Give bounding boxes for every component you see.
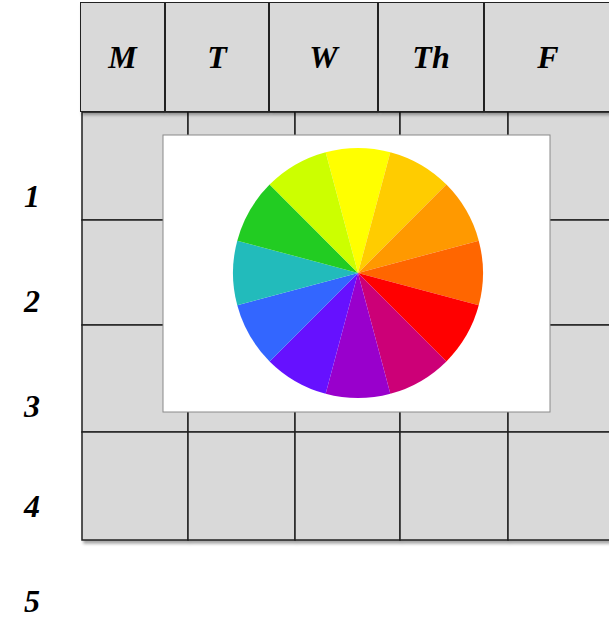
row-number: 4 bbox=[24, 490, 40, 522]
day-header-cell: T bbox=[165, 2, 269, 112]
color-wheel bbox=[233, 148, 483, 398]
day-header-cell: F bbox=[484, 2, 609, 112]
day-label: Th bbox=[412, 41, 449, 73]
day-label: F bbox=[537, 41, 558, 73]
day-label: T bbox=[207, 41, 227, 73]
day-label: M bbox=[108, 41, 136, 73]
day-header-cell: W bbox=[269, 2, 378, 112]
day-header-cell: M bbox=[80, 2, 165, 112]
row-number: 5 bbox=[24, 585, 40, 617]
day-label: W bbox=[309, 41, 337, 73]
row-number: 3 bbox=[24, 390, 40, 422]
row-number: 1 bbox=[24, 180, 40, 212]
picture-frame bbox=[163, 135, 550, 412]
day-header-cell: Th bbox=[378, 2, 484, 112]
row-number: 2 bbox=[24, 285, 40, 317]
grid-cells bbox=[82, 112, 609, 540]
